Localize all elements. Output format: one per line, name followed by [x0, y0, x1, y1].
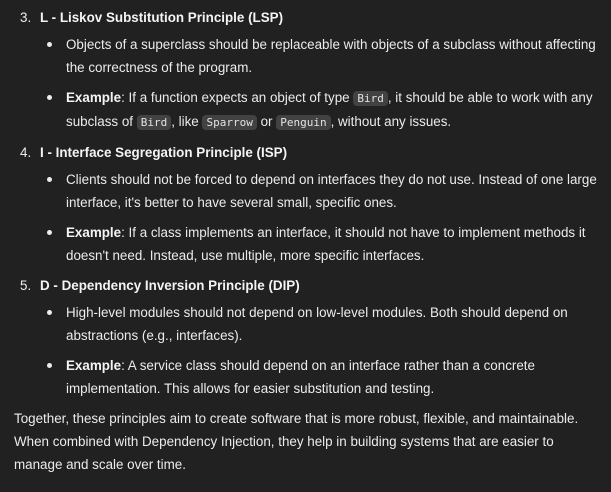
list-item: Clients should not be forced to depend o…	[14, 168, 603, 214]
bullet-list: Objects of a superclass should be replac…	[14, 33, 603, 134]
list-item: Example: A service class should depend o…	[14, 354, 603, 400]
inline-code: Penguin	[276, 115, 331, 130]
section-heading: 5. D - Dependency Inversion Principle (D…	[14, 274, 603, 298]
section-title: D - Dependency Inversion Principle (DIP)	[40, 278, 300, 293]
example-text: , it should be able to work with any sub…	[66, 90, 593, 129]
section-dip: 5. D - Dependency Inversion Principle (D…	[14, 274, 603, 400]
bullet-icon	[47, 95, 52, 100]
bullet-icon	[47, 363, 52, 368]
example-text: : A service class should depend on an in…	[66, 358, 535, 396]
bullet-list: Clients should not be forced to depend o…	[14, 168, 603, 267]
section-heading: 4. I - Interface Segregation Principle (…	[14, 141, 603, 165]
bullet-list: High-level modules should not depend on …	[14, 301, 603, 400]
example-label: Example	[66, 358, 122, 373]
section-title: I - Interface Segregation Principle (ISP…	[40, 145, 288, 160]
example-label: Example	[66, 90, 122, 105]
inline-code: Sparrow	[202, 115, 257, 130]
example-text: , like	[171, 114, 203, 129]
bullet-icon	[47, 230, 52, 235]
bullet-icon	[47, 310, 52, 315]
section-lsp: 3. L - Liskov Substitution Principle (LS…	[14, 6, 603, 134]
section-number: 5.	[20, 278, 32, 293]
list-item: Objects of a superclass should be replac…	[14, 33, 603, 79]
list-item: High-level modules should not depend on …	[14, 301, 603, 347]
bullet-text: Clients should not be forced to depend o…	[66, 172, 597, 210]
example-text: , without any issues.	[330, 114, 452, 129]
section-isp: 4. I - Interface Segregation Principle (…	[14, 141, 603, 267]
bullet-icon	[47, 177, 52, 182]
section-number: 3.	[20, 10, 32, 25]
example-text: : If a function expects an object of typ…	[121, 90, 354, 105]
bullet-text: Objects of a superclass should be replac…	[66, 37, 596, 75]
section-title: L - Liskov Substitution Principle (LSP)	[40, 10, 284, 25]
inline-code: Bird	[136, 115, 172, 130]
list-item: Example: If a class implements an interf…	[14, 221, 603, 267]
example-label: Example	[66, 225, 122, 240]
section-number: 4.	[20, 145, 32, 160]
example-text: or	[256, 114, 277, 129]
bullet-text: High-level modules should not depend on …	[66, 305, 568, 343]
bullet-icon	[47, 42, 52, 47]
example-text: : If a class implements an interface, it…	[66, 225, 586, 263]
section-heading: 3. L - Liskov Substitution Principle (LS…	[14, 6, 603, 30]
summary-paragraph: Together, these principles aim to create…	[14, 411, 579, 472]
list-item: Example: If a function expects an object…	[14, 86, 603, 134]
inline-code: Bird	[353, 91, 388, 106]
